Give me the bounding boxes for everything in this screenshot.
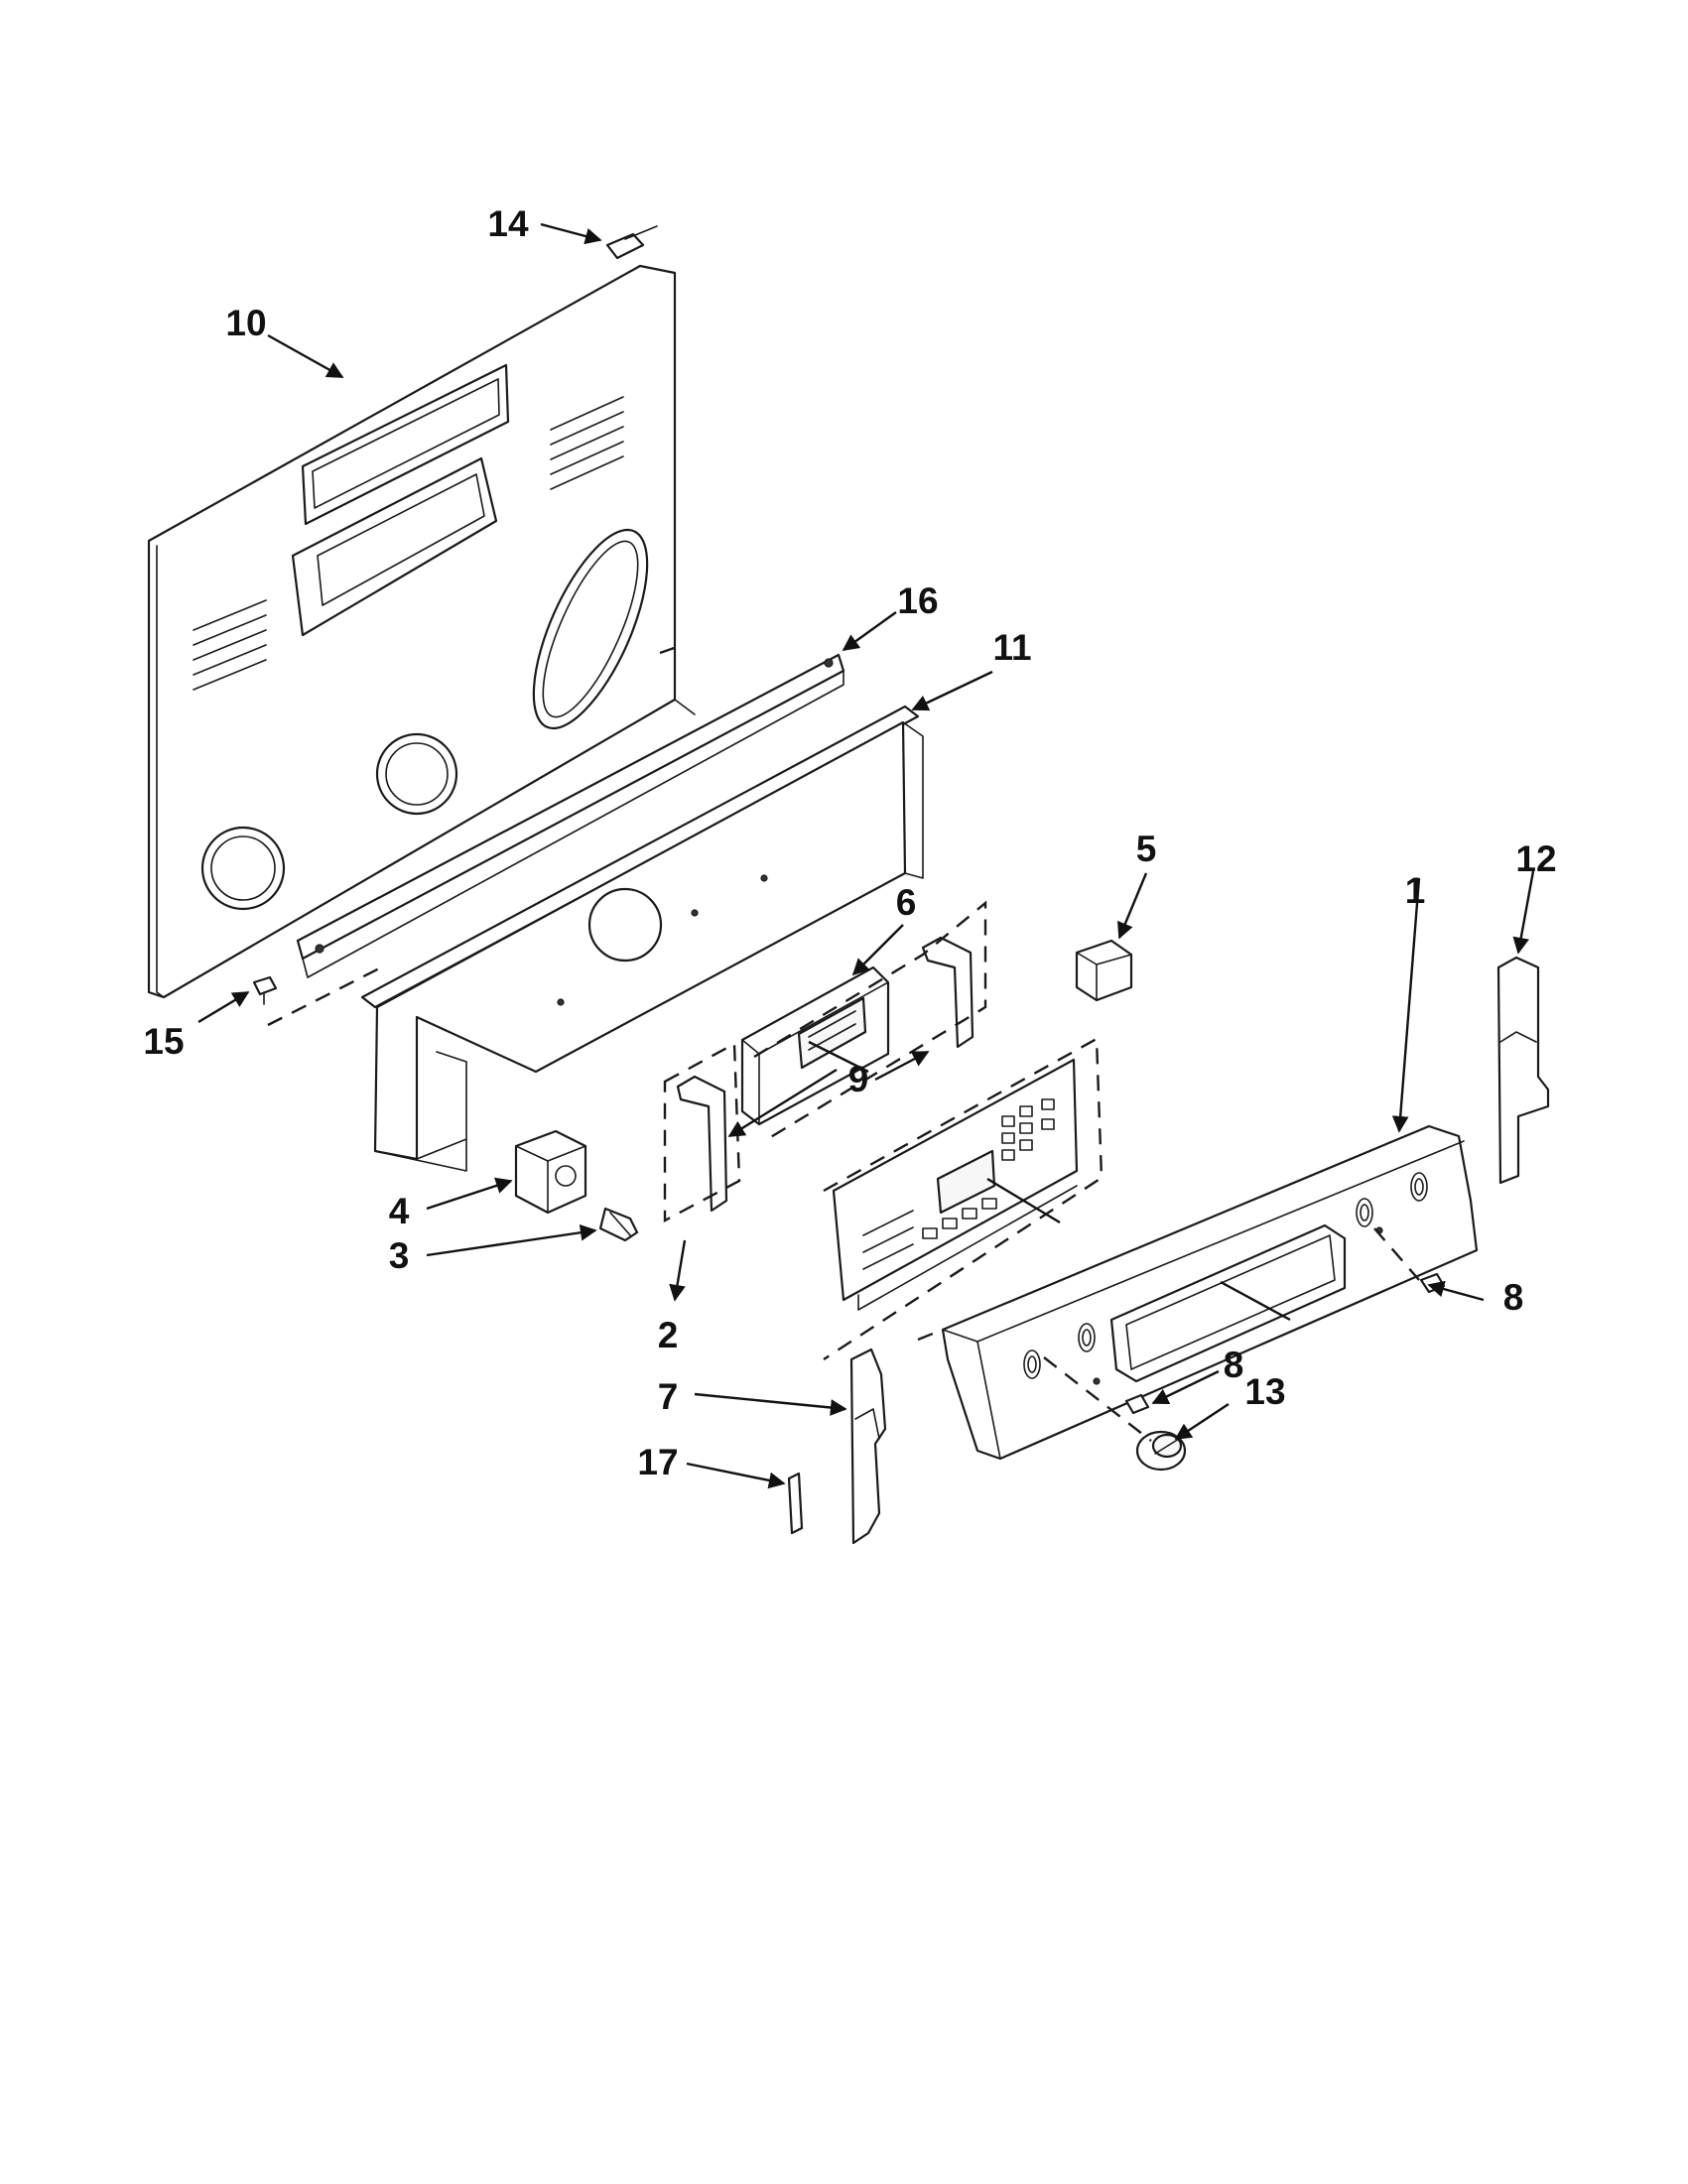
callout-2: 2 xyxy=(658,1315,679,1355)
callout-17: 17 xyxy=(637,1442,678,1482)
mounting-bracket-right xyxy=(921,936,974,1049)
callout-7: 7 xyxy=(658,1376,679,1417)
infinite-switch xyxy=(514,1129,587,1215)
callout-4: 4 xyxy=(389,1191,410,1231)
knob-hole xyxy=(1356,1198,1373,1227)
mounting-bracket-left xyxy=(676,1075,728,1213)
callouts: 1 2 3 4 5 6 7 8 8 9 10 11 12 13 14 15 16… xyxy=(143,203,1556,1482)
callout-12: 12 xyxy=(1515,838,1556,879)
round-port xyxy=(375,732,458,816)
control-knob xyxy=(1135,1430,1187,1472)
callout-6: 6 xyxy=(896,882,917,923)
callout-15: 15 xyxy=(143,1021,184,1062)
callout-1: 1 xyxy=(1405,870,1426,911)
rear-panel xyxy=(147,264,696,999)
bracket-strip xyxy=(296,653,845,978)
screw-14 xyxy=(605,225,658,260)
clip-17 xyxy=(787,1472,804,1535)
control-console xyxy=(941,1124,1479,1461)
keypad-overlay xyxy=(832,1058,1079,1311)
callout-14: 14 xyxy=(487,203,529,244)
callout-8-lower: 8 xyxy=(1224,1345,1244,1385)
callout-9: 9 xyxy=(848,1059,869,1099)
callout-16: 16 xyxy=(897,580,938,621)
keypad-buttons xyxy=(922,1098,1055,1239)
leader-lines xyxy=(197,222,1535,1489)
end-bracket-right xyxy=(1496,956,1550,1185)
callout-13: 13 xyxy=(1244,1371,1285,1412)
callout-10: 10 xyxy=(225,303,266,343)
knob-hole xyxy=(1410,1172,1428,1202)
vent-louvers xyxy=(193,599,267,691)
callout-11: 11 xyxy=(992,627,1031,668)
callout-3: 3 xyxy=(389,1235,410,1276)
control-panel-frame xyxy=(360,705,924,1172)
vent-louvers xyxy=(550,396,624,490)
knob-hole xyxy=(1023,1349,1041,1379)
screw xyxy=(598,1207,639,1242)
round-port xyxy=(200,826,286,911)
screw-15 xyxy=(252,975,278,1005)
callout-8-upper: 8 xyxy=(1503,1277,1524,1318)
relay xyxy=(1075,939,1133,1002)
oval-cutout xyxy=(532,528,649,730)
end-bracket-left xyxy=(849,1348,887,1545)
screw-8-lower xyxy=(1124,1393,1150,1415)
callout-5: 5 xyxy=(1136,829,1157,869)
knob-hole xyxy=(1078,1323,1096,1352)
